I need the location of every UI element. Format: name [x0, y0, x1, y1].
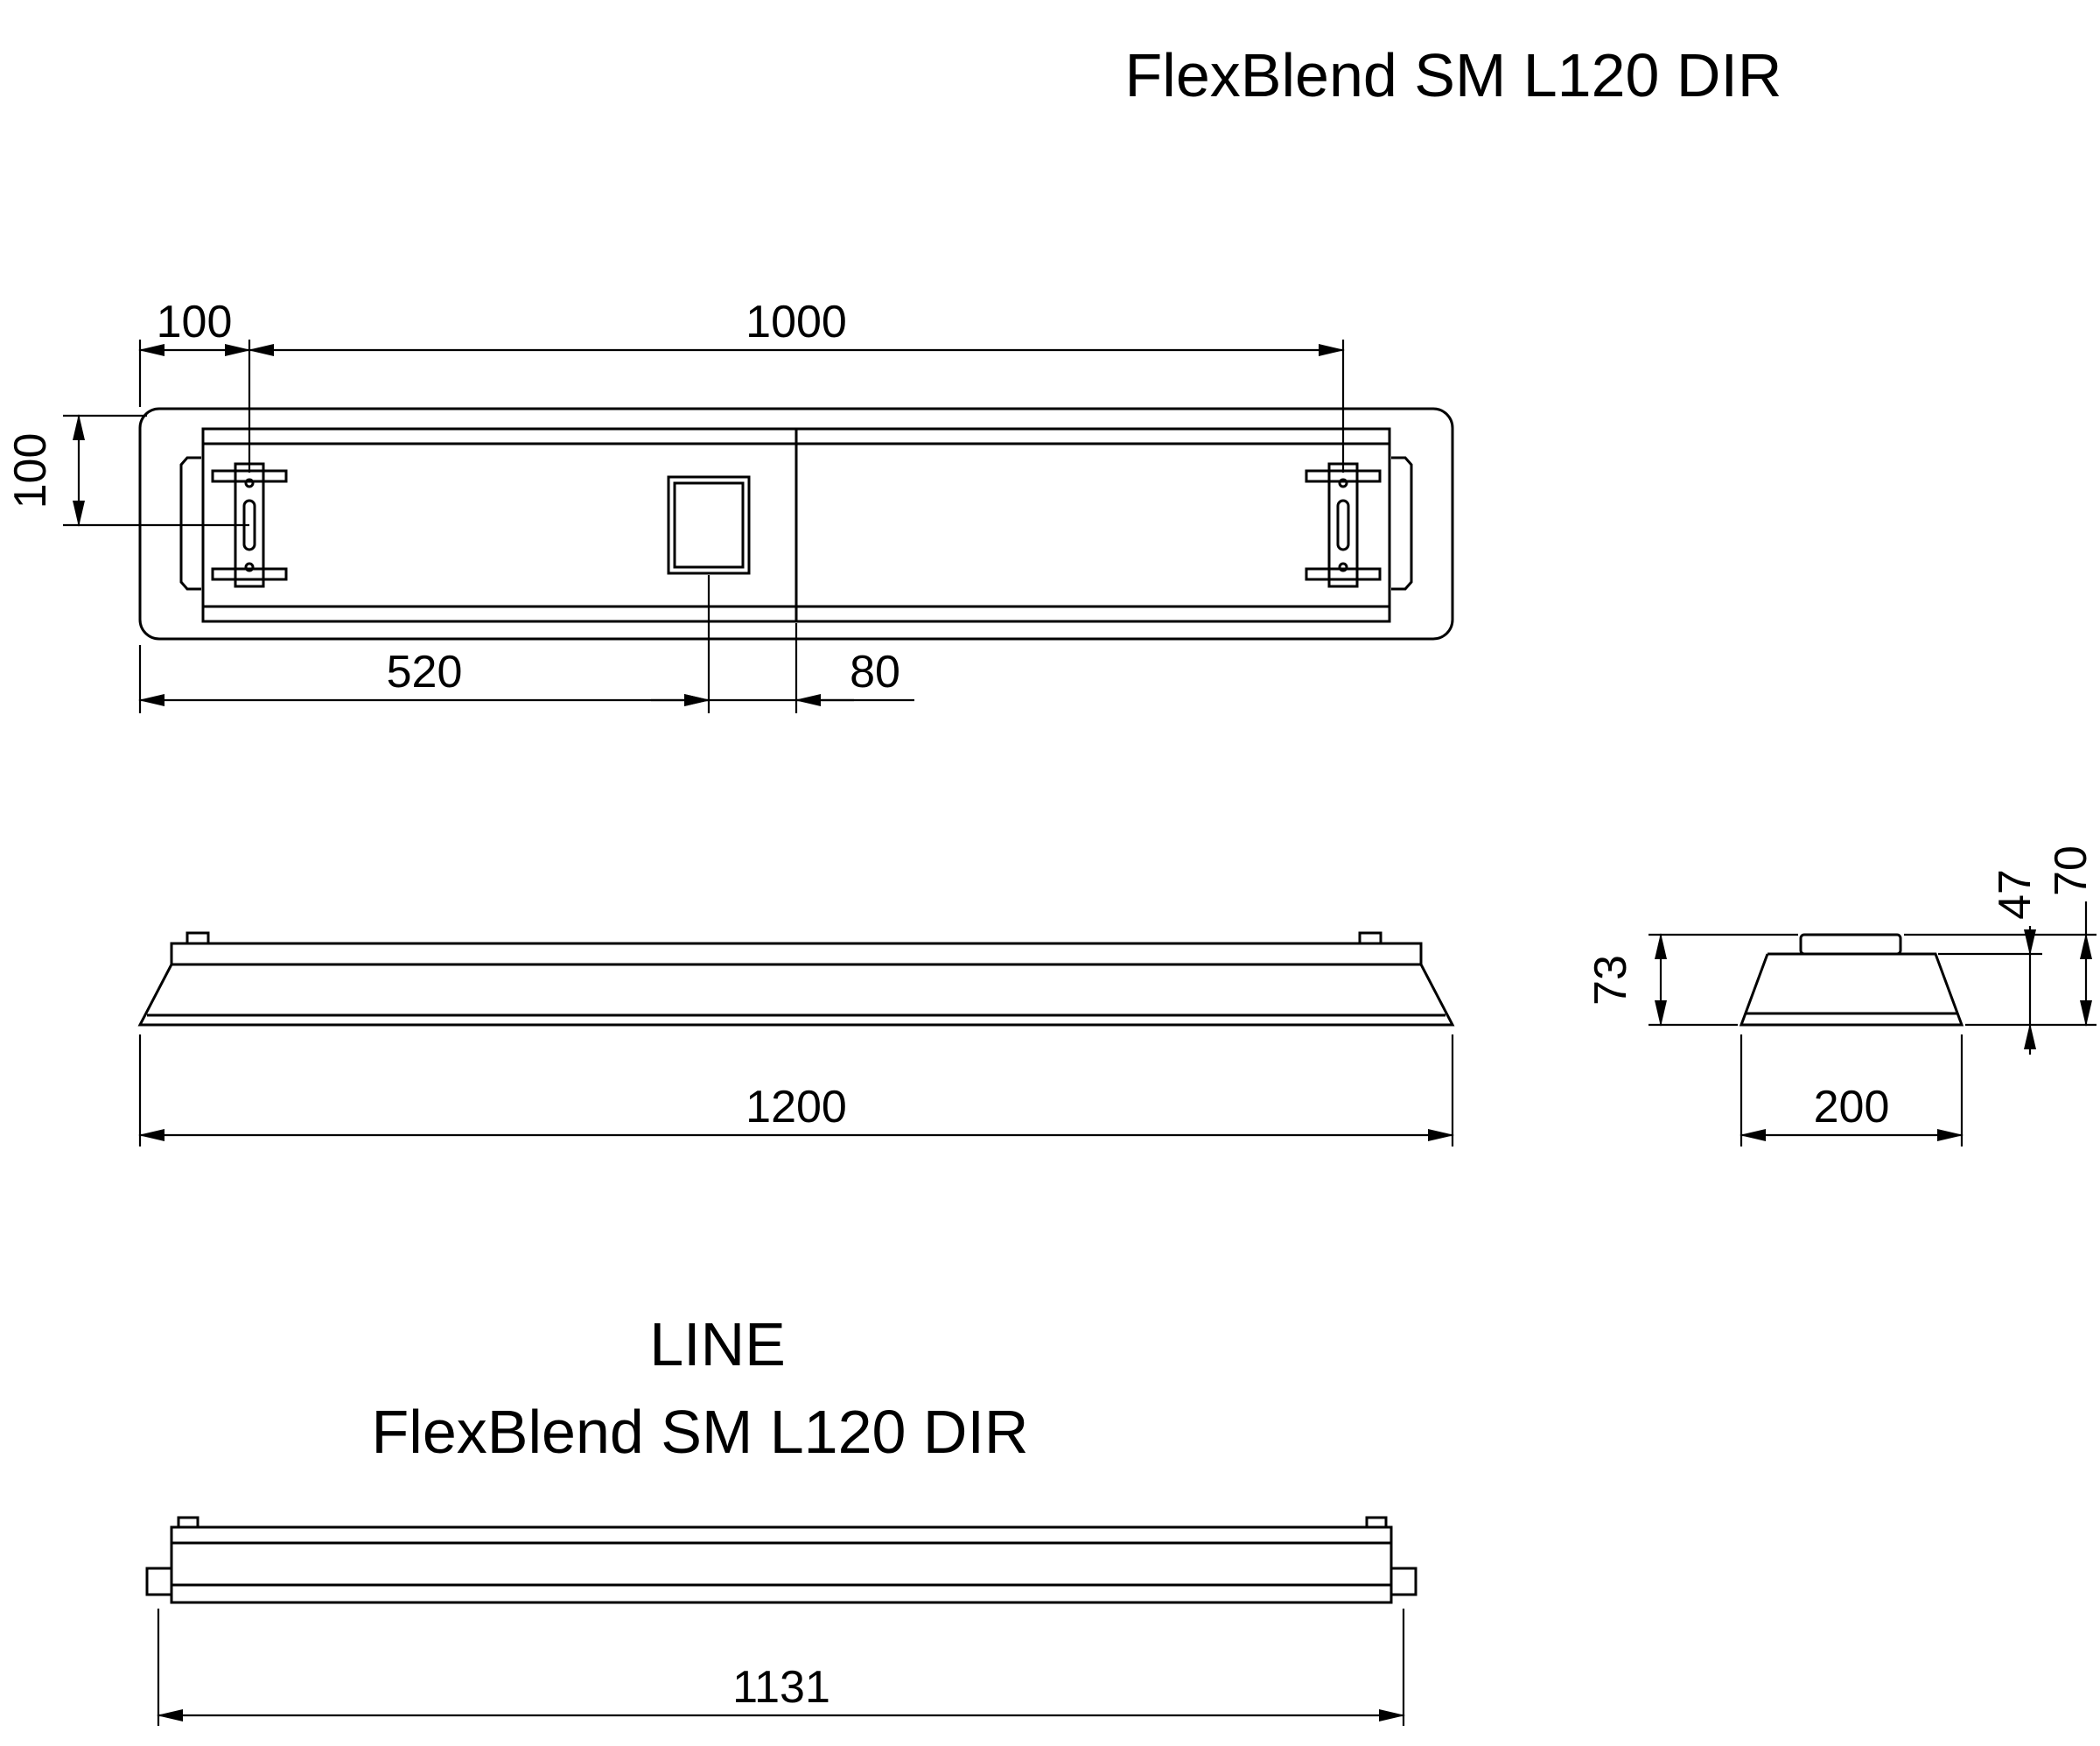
drawing-title: FlexBlend SM L120 DIR [1125, 41, 1782, 109]
line-tab-left [177, 1516, 200, 1529]
dim-box-position-520: 520 [138, 575, 710, 713]
side-tab-right [1358, 931, 1382, 945]
dim-label-1131: 1131 [732, 1662, 830, 1713]
end-channel-right [1391, 456, 1413, 591]
line-subheading: FlexBlend SM L120 DIR [372, 1398, 1029, 1466]
line-body [170, 1525, 1393, 1604]
dim-height-47: 47 [1938, 869, 2042, 1055]
side-panel-top [170, 942, 1423, 966]
dim-label-80: 80 [850, 647, 900, 698]
dim-label-1000: 1000 [746, 297, 847, 347]
mounting-bracket-right [1305, 462, 1382, 588]
line-endcap-right [1390, 1567, 1418, 1596]
dim-length-1131: 1131 [157, 1609, 1405, 1726]
dim-left-offset-100: 100 [138, 297, 251, 473]
end-channel-left [179, 456, 201, 591]
side-view: 1200 [137, 931, 1455, 1146]
dim-label-200: 200 [1814, 1082, 1890, 1132]
end-body [1739, 952, 1964, 1027]
dim-label-100-top: 100 [5, 433, 56, 509]
dim-label-520: 520 [387, 647, 463, 698]
dim-label-73: 73 [1586, 955, 1636, 1006]
end-view: 73 47 70 200 [1586, 845, 2096, 1146]
dim-mount-spacing-1000: 1000 [248, 297, 1345, 473]
dim-height-73: 73 [1586, 933, 1798, 1027]
line-endcap-left [145, 1567, 173, 1596]
dim-box-offset-80: 80 [651, 623, 914, 713]
mount-box-profile [1799, 933, 1902, 956]
line-tab-right [1365, 1516, 1388, 1529]
dim-label-47: 47 [1990, 869, 2040, 920]
dim-label-100-left: 100 [157, 297, 233, 347]
dim-height-70: 70 [1904, 845, 2096, 1027]
line-heading: LINE [649, 1310, 786, 1378]
line-view: LINE FlexBlend SM L120 DIR 1131 [145, 1310, 1418, 1726]
dim-label-1200: 1200 [746, 1082, 847, 1132]
dim-top-offset-100: 100 [5, 414, 249, 527]
top-view: 100 1000 100 520 80 [5, 297, 1454, 713]
dim-length-1200: 1200 [138, 1034, 1454, 1146]
dim-label-70: 70 [2046, 845, 2096, 896]
side-body [137, 964, 1455, 1027]
connection-box [667, 475, 751, 575]
side-tab-left [186, 931, 210, 945]
dim-width-200: 200 [1740, 1034, 1964, 1146]
